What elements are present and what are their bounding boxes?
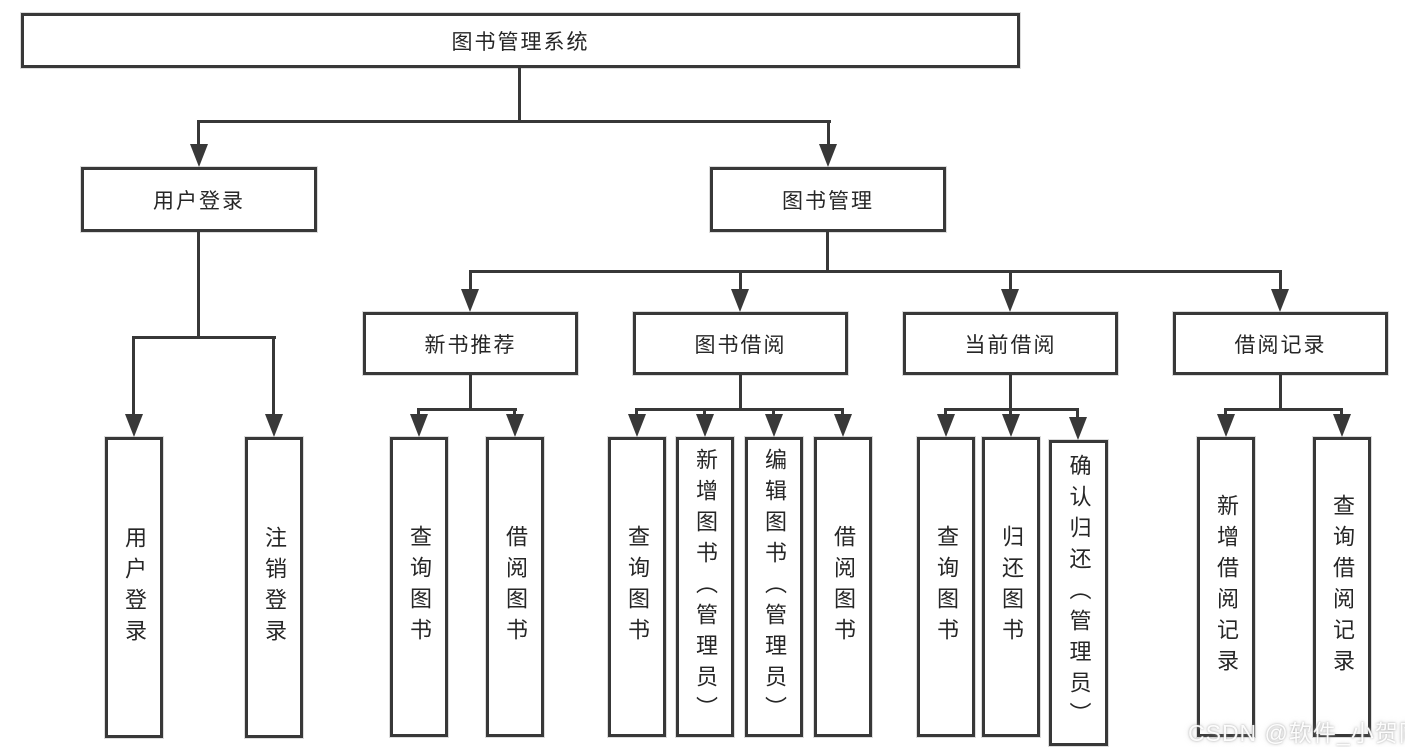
connector-bb-shaft-1 <box>635 411 638 416</box>
arrow-to-current-borrow <box>1001 289 1019 312</box>
leaf-br-query-record: 查询借阅记录 <box>1313 437 1371 737</box>
connector-shaft-borrow-records <box>1279 273 1282 290</box>
node-borrow-records-label: 借阅记录 <box>1234 333 1327 357</box>
connector-bb-vline <box>739 375 742 411</box>
connector-user-login-vline <box>197 232 200 339</box>
connector-root-right-shaft <box>827 120 830 146</box>
arrow-to-rec-query <box>410 414 428 437</box>
arrow-to-bb-query <box>628 414 646 437</box>
arrow-to-book-borrow <box>731 289 749 312</box>
connector-shaft-book-borrow <box>739 273 742 290</box>
leaf-bb-edit-books-admin-label: 编辑图书（管理员） <box>762 447 787 727</box>
node-user-login-label: 用户登录 <box>153 189 245 213</box>
connector-cb-shaft-1 <box>944 411 947 416</box>
connector-bb-shaft-2 <box>703 411 706 416</box>
connector-bb-hline <box>635 408 844 411</box>
leaf-cb-confirm-return-admin: 确认归还（管理员） <box>1049 440 1108 746</box>
connector-user-login-hline <box>132 336 276 339</box>
leaf-rec-query-books: 查询图书 <box>390 437 448 737</box>
connector-user-login-left-shaft <box>132 339 135 415</box>
leaf-cb-query-books: 查询图书 <box>917 437 975 737</box>
leaf-cb-query-books-label: 查询图书 <box>934 525 959 649</box>
leaf-bb-borrow-books-label: 借阅图书 <box>831 525 856 649</box>
watermark-text: CSDN @软件_小贺同学 <box>1188 720 1405 746</box>
arrow-to-br-query <box>1333 414 1351 437</box>
arrow-to-leaf-logout <box>265 414 283 437</box>
leaf-cb-return-books: 归还图书 <box>982 437 1040 737</box>
node-new-book-recommend: 新书推荐 <box>363 312 578 375</box>
leaf-cb-return-books-label: 归还图书 <box>999 525 1024 649</box>
arrow-to-cb-query <box>937 414 955 437</box>
leaf-br-add-record: 新增借阅记录 <box>1197 437 1255 737</box>
connector-cb-hline <box>944 408 1079 411</box>
connector-book-mgmt-hline <box>469 270 1282 273</box>
arrow-to-bb-edit <box>765 414 783 437</box>
leaf-user-login: 用户登录 <box>105 437 163 738</box>
leaf-bb-add-books-admin: 新增图书（管理员） <box>676 437 734 737</box>
node-book-mgmt: 图书管理 <box>710 167 946 232</box>
leaf-cb-confirm-return-admin-label: 确认归还（管理员） <box>1066 453 1092 733</box>
arrow-to-bb-borrow <box>834 414 852 437</box>
connector-shaft-new-book-rec <box>469 273 472 290</box>
arrow-to-cb-confirm <box>1069 417 1087 440</box>
connector-root-left-shaft <box>197 120 200 146</box>
leaf-bb-query-books-label: 查询图书 <box>625 525 650 649</box>
leaf-bb-query-books: 查询图书 <box>608 437 666 737</box>
connector-rec-shaft-1 <box>417 411 420 416</box>
leaf-logout: 注销登录 <box>245 437 303 738</box>
arrow-to-book-mgmt <box>819 144 837 167</box>
arrow-to-rec-borrow <box>506 414 524 437</box>
connector-rec-vline <box>469 375 472 411</box>
node-book-borrow-label: 图书借阅 <box>694 333 787 357</box>
connector-cb-vline <box>1009 375 1012 411</box>
arrow-to-bb-add <box>696 414 714 437</box>
node-book-mgmt-label: 图书管理 <box>782 189 874 213</box>
connector-br-hline <box>1224 408 1343 411</box>
arrow-to-leaf-user-login <box>125 414 143 437</box>
connector-user-login-right-shaft <box>272 339 275 415</box>
arrow-to-new-book-rec <box>461 289 479 312</box>
connector-root-hline <box>197 120 831 123</box>
arrow-to-borrow-records <box>1271 289 1289 312</box>
arrow-to-user-login <box>190 144 208 167</box>
node-borrow-records: 借阅记录 <box>1173 312 1388 375</box>
connector-cb-shaft-2 <box>1009 411 1012 416</box>
leaf-bb-borrow-books: 借阅图书 <box>814 437 872 737</box>
node-root: 图书管理系统 <box>21 13 1020 68</box>
node-new-book-recommend-label: 新书推荐 <box>424 333 517 357</box>
connector-rec-shaft-2 <box>513 411 516 416</box>
connector-shaft-current-borrow <box>1009 273 1012 290</box>
leaf-bb-add-books-admin-label: 新增图书（管理员） <box>693 447 718 727</box>
node-book-borrow: 图书借阅 <box>633 312 848 375</box>
leaf-user-login-label: 用户登录 <box>122 525 147 650</box>
arrow-to-br-add <box>1217 414 1235 437</box>
leaf-br-add-record-label: 新增借阅记录 <box>1214 494 1239 680</box>
leaf-br-query-record-label: 查询借阅记录 <box>1330 494 1355 680</box>
leaf-bb-edit-books-admin: 编辑图书（管理员） <box>745 437 803 737</box>
leaf-rec-borrow-books: 借阅图书 <box>486 437 544 737</box>
connector-root-vline <box>518 68 521 123</box>
connector-br-shaft-1 <box>1224 411 1227 416</box>
connector-br-shaft-2 <box>1340 411 1343 416</box>
connector-rec-hline <box>417 408 517 411</box>
connector-cb-shaft-3 <box>1076 411 1079 419</box>
leaf-rec-query-books-label: 查询图书 <box>407 525 432 649</box>
node-user-login: 用户登录 <box>81 167 317 232</box>
connector-book-mgmt-vline <box>826 232 829 273</box>
node-root-label: 图书管理系统 <box>451 30 590 54</box>
connector-bb-shaft-4 <box>841 411 844 416</box>
node-current-borrow-label: 当前借阅 <box>964 333 1057 357</box>
arrow-to-cb-return <box>1002 414 1020 437</box>
leaf-rec-borrow-books-label: 借阅图书 <box>503 525 528 649</box>
connector-br-vline <box>1279 375 1282 411</box>
connector-bb-shaft-3 <box>772 411 775 416</box>
leaf-logout-label: 注销登录 <box>262 525 287 650</box>
node-current-borrow: 当前借阅 <box>903 312 1118 375</box>
